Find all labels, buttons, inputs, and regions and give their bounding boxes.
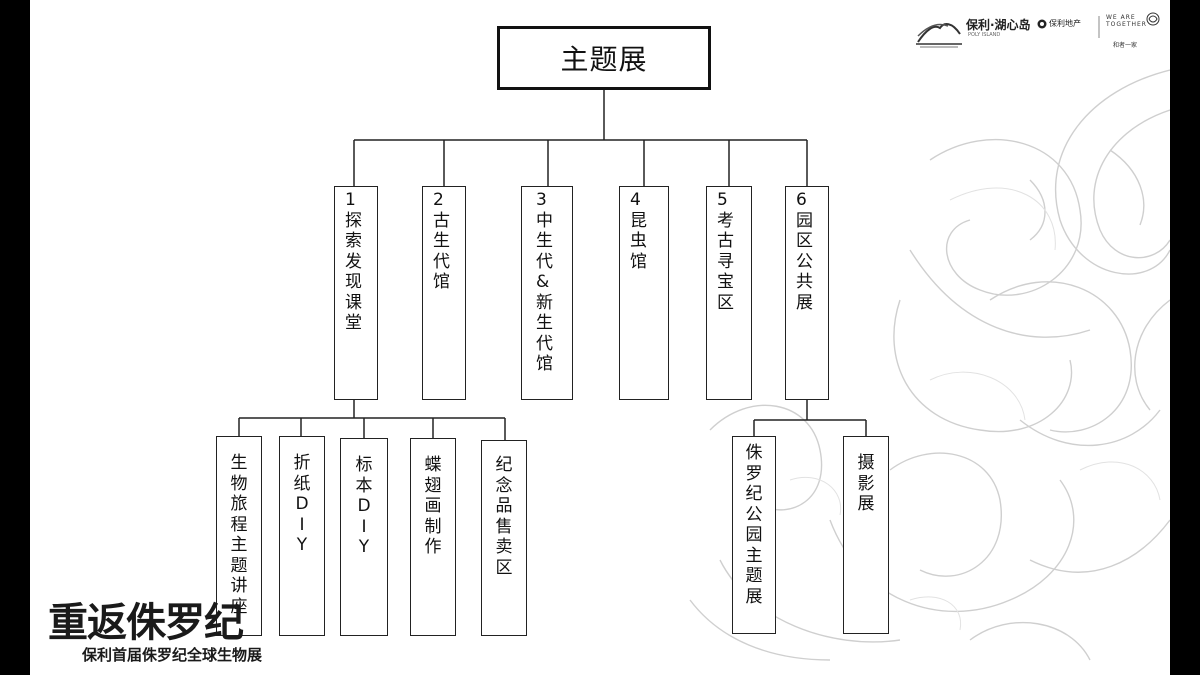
root-node-theme-exhibition: 主题展 <box>497 26 711 90</box>
brand-logo-subtext: POLY ISLAND <box>968 32 1001 38</box>
activity-node-souvenir-shop: 纪念品售卖区 <box>481 440 527 636</box>
org-chart-connectors <box>238 90 867 440</box>
hall-label: 中生代&新生代馆 <box>536 210 553 375</box>
sponsor-logos: 保利·湖心岛 POLY ISLAND 保利地产 WE ARE TOGETHER … <box>916 10 1166 60</box>
hall-label: 园区公共展 <box>796 210 813 313</box>
activity-node-butterfly-art: 蝶翅画制作 <box>410 438 456 636</box>
hall-node-6: 6 园区公共展 <box>785 186 829 400</box>
hall-number: 3 <box>536 190 547 210</box>
hall-label: 探索发现课堂 <box>345 210 362 334</box>
ribbon-logo-icon <box>1146 12 1160 26</box>
brand-logo-text: 保利·湖心岛 <box>966 18 1031 32</box>
logo-divider <box>1098 16 1100 38</box>
exhibit-node-jurassic-park: 侏罗纪公园主题展 <box>732 436 776 634</box>
hall-number: 2 <box>433 190 444 210</box>
exhibit-label: 侏罗纪公园主题展 <box>745 443 763 607</box>
activity-node-lecture: 生物旅程主题讲座 <box>216 436 262 636</box>
island-logo-icon <box>916 23 962 48</box>
poly-real-estate-logo-icon <box>1037 19 1047 29</box>
hall-number: 4 <box>630 190 641 210</box>
tagline-logo-text: 和者一家 <box>1113 42 1138 49</box>
hall-node-1: 1 探索发现课堂 <box>334 186 378 400</box>
hall-number: 5 <box>717 190 728 210</box>
hall-number: 6 <box>796 190 807 210</box>
root-node-label: 主题展 <box>560 43 648 76</box>
activity-label: 生物旅程主题讲座 <box>230 453 248 617</box>
hall-label: 考古寻宝区 <box>717 210 734 313</box>
hall-node-3: 3 中生代&新生代馆 <box>521 186 573 400</box>
slide: 主题展 1 探索发现课堂 2 古生代馆 3 中生代&新生代馆 4 昆虫馆 5 考… <box>30 0 1170 675</box>
partner-logo-text: 保利地产 <box>1049 19 1081 28</box>
activity-label: 蝶翅画制作 <box>424 455 442 557</box>
hall-node-5: 5 考古寻宝区 <box>706 186 752 400</box>
activity-label: 纪念品售卖区 <box>495 455 513 578</box>
hall-node-4: 4 昆虫馆 <box>619 186 669 400</box>
hall-number: 1 <box>345 190 356 210</box>
slogan-logo-text: WE ARE TOGETHER <box>1106 14 1147 28</box>
event-title: 重返侏罗纪 <box>48 599 244 646</box>
hall-label: 古生代馆 <box>433 210 450 293</box>
exhibit-node-photography: 摄影展 <box>843 436 889 634</box>
hall-label: 昆虫馆 <box>630 210 647 272</box>
event-subtitle: 保利首届侏罗纪全球生物展 <box>82 646 263 664</box>
hall-node-2: 2 古生代馆 <box>422 186 466 400</box>
exhibit-label: 摄影展 <box>857 453 875 514</box>
